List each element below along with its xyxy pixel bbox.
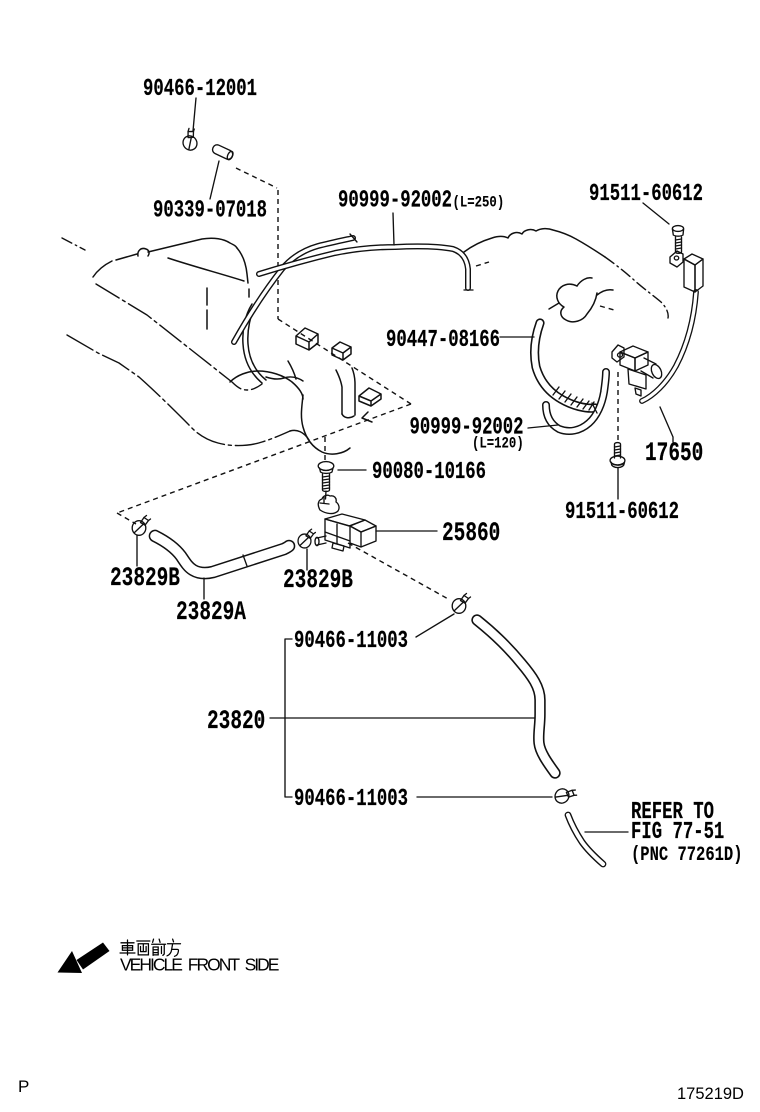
svg-text:91511-60612: 91511-60612 [589, 182, 703, 208]
svg-text:VEHICLE FRONT SIDE: VEHICLE FRONT SIDE [120, 955, 279, 975]
svg-text:90466-11003: 90466-11003 [294, 787, 408, 813]
svg-text:(L=250): (L=250) [453, 194, 505, 212]
svg-text:175219D: 175219D [677, 1085, 744, 1103]
svg-text:FIG 77-51: FIG 77-51 [631, 820, 724, 846]
svg-text:23820: 23820 [207, 706, 265, 737]
svg-text:90999-92002: 90999-92002 [338, 188, 452, 214]
svg-text:REFER TO: REFER TO [631, 800, 714, 826]
svg-text:P: P [18, 1077, 29, 1096]
svg-text:90339-07018: 90339-07018 [153, 198, 267, 224]
svg-text:90466-11003: 90466-11003 [294, 629, 408, 655]
svg-text:90466-12001: 90466-12001 [143, 77, 257, 103]
svg-text:91511-60612: 91511-60612 [565, 500, 679, 526]
svg-text:23829B: 23829B [283, 565, 353, 596]
svg-text:23829B: 23829B [110, 563, 180, 594]
svg-text:17650: 17650 [645, 438, 703, 469]
svg-text:25860: 25860 [442, 518, 500, 549]
svg-text:90999-92002: 90999-92002 [410, 415, 524, 441]
svg-text:(L=120): (L=120) [472, 435, 524, 453]
svg-text:90080-10166: 90080-10166 [372, 460, 486, 486]
svg-text:(PNC 77261D): (PNC 77261D) [631, 844, 743, 866]
svg-text:90447-08166: 90447-08166 [386, 328, 500, 354]
svg-text:23829A: 23829A [176, 597, 247, 628]
